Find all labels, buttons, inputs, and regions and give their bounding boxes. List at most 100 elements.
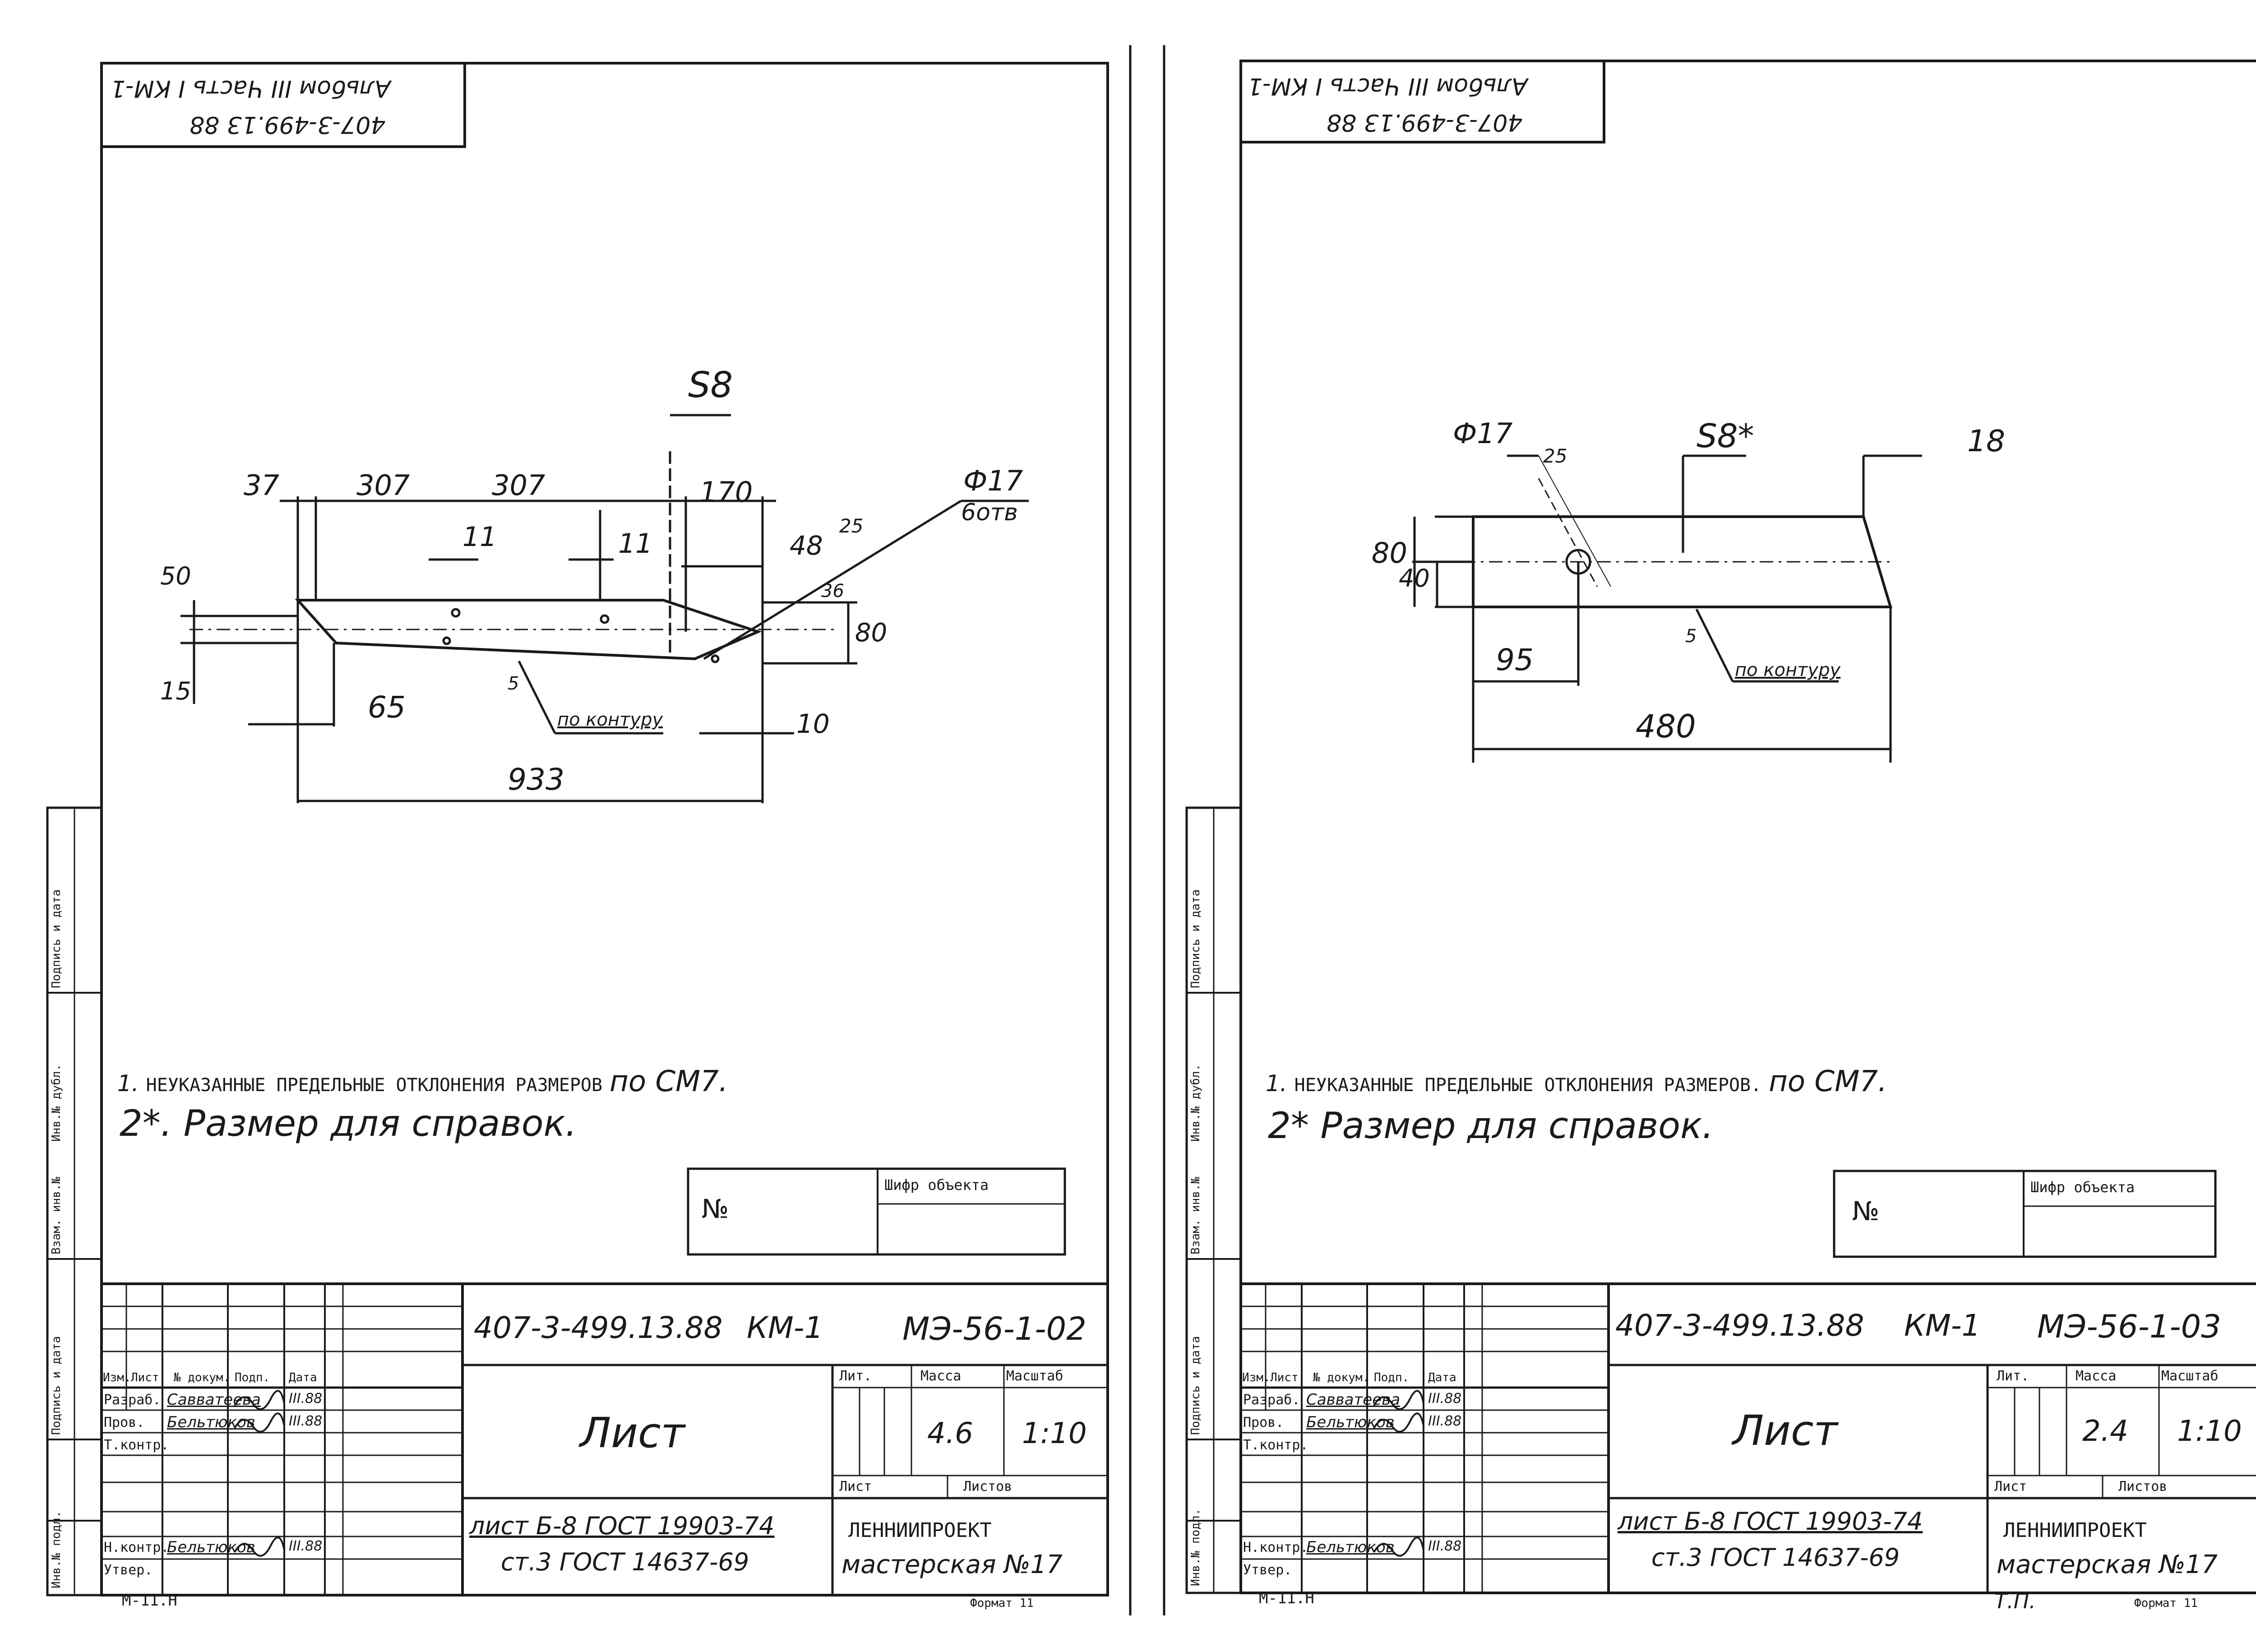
scale-label: Масштаб [1006, 1368, 1063, 1384]
org-line1: ЛЕННИИПРОЕКТ [848, 1519, 992, 1542]
lit-label: Лит. [839, 1368, 872, 1384]
dim-80: 80 [1372, 537, 1407, 569]
role-nkontr: Н.контр. [104, 1540, 169, 1555]
dim-11-a: 11 [462, 521, 497, 553]
gutter-label-2: Подпись и дата [1189, 1336, 1202, 1435]
dim-37: 37 [244, 469, 279, 502]
weld-note: по контуру [557, 709, 663, 730]
date-nkontr: III.88 [289, 1538, 323, 1554]
note-1-tail: по СМ7. [1769, 1065, 1887, 1098]
format-label: Формат 11 [2134, 1596, 2198, 1610]
lit-label: Лит. [1997, 1368, 2029, 1384]
role-tkontr: Т.контр. [104, 1437, 169, 1453]
doc-kind: КМ-1 [747, 1310, 823, 1345]
corner-code: М-11.Н [122, 1592, 177, 1610]
lists-label: Листов [2118, 1479, 2168, 1495]
hdr-sign: Подп. [1374, 1371, 1410, 1384]
org-line1: ЛЕННИИПРОЕКТ [2003, 1519, 2147, 1542]
dim-s8: S8* [1697, 417, 1754, 455]
dim-phi17: Ф17 [963, 464, 1023, 497]
corner-code: М-11.Н [1259, 1589, 1314, 1607]
sheet-word: Лист [1733, 1407, 1838, 1455]
material-line2: ст.3 ГОСТ 14637-69 [1651, 1543, 1900, 1572]
signatures-left [234, 1390, 285, 1557]
role-prov: Пров. [1243, 1415, 1284, 1430]
org-line2: мастерская №17 [1997, 1550, 2218, 1579]
doc-code: 407-3-499.13.88 [474, 1310, 723, 1345]
dim-480: 480 [1636, 708, 1696, 745]
hdr-doc: № докум. [174, 1371, 231, 1384]
dim-phi17: Ф17 [1453, 417, 1513, 450]
dim-36: 36 [821, 581, 844, 602]
hole-3 [442, 636, 451, 645]
role-razrab: Разраб. [104, 1392, 161, 1408]
material-line2: ст.3 ГОСТ 14637-69 [501, 1548, 749, 1576]
signature-razrab [1373, 1390, 1424, 1410]
sheet-frame-right [1185, 60, 2256, 1594]
dim-48: 48 [790, 530, 823, 561]
dim-18: 18 [1967, 424, 2005, 458]
mass-value: 2.4 [2082, 1415, 2128, 1448]
org-line2: мастерская №17 [841, 1550, 1063, 1579]
gutter-label-1: Инв.№ подл. [1189, 1508, 1202, 1586]
role-utver: Утвер. [1243, 1562, 1292, 1578]
dim-50: 50 [160, 562, 191, 590]
object-code-label: Шифр объекта [2030, 1179, 2135, 1196]
note-1-prefix: 1. [1266, 1070, 1287, 1097]
date-razrab: III.88 [289, 1391, 323, 1407]
hdr-doc: № докум. [1313, 1371, 1370, 1384]
part-drawing-right [1412, 454, 1922, 763]
sheet-frame-left [46, 62, 1109, 1596]
list-label: Лист [1994, 1479, 2027, 1495]
material-line1: лист Б-8 ГОСТ 19903-74 [1618, 1507, 1923, 1536]
mass-label: Масса [920, 1368, 962, 1384]
dim-307-b: 307 [492, 469, 546, 502]
dim-40: 40 [1399, 564, 1430, 592]
object-number-label: № [1852, 1196, 1880, 1226]
dim-15: 15 [160, 677, 191, 705]
note-1-caps: НЕУКАЗАННЫЕ ПРЕДЕЛЬНЫЕ ОТКЛОНЕНИЯ РАЗМЕР… [1294, 1075, 1762, 1096]
dim-65: 65 [368, 690, 406, 725]
role-razrab: Разраб. [1243, 1392, 1300, 1408]
note-1-tail: по СМ7. [609, 1065, 728, 1098]
doc-code: 407-3-499.13.88 [1615, 1308, 1864, 1343]
signature-razrab [234, 1390, 285, 1410]
note-1: 1. НЕУКАЗАННЫЕ ПРЕДЕЛЬНЫЕ ОТКЛОНЕНИЯ РАЗ… [1266, 1067, 1887, 1096]
material-line1: лист Б-8 ГОСТ 19903-74 [469, 1512, 775, 1540]
name-nkontr: Бельтюков [167, 1538, 255, 1556]
weld-size: 5 [1685, 626, 1697, 647]
format-label: Формат 11 [970, 1596, 1034, 1610]
scale-label: Масштаб [2161, 1368, 2219, 1384]
date-prov: III.88 [1428, 1413, 1462, 1429]
gutter-label-3: Взам. инв.№ [1189, 1176, 1202, 1254]
dim-25: 25 [1543, 445, 1567, 467]
date-razrab: III.88 [1428, 1391, 1462, 1407]
role-prov: Пров. [104, 1415, 145, 1430]
date-prov: III.88 [289, 1413, 323, 1429]
note-2: 2*. Размер для справок. [120, 1102, 577, 1144]
gutter-label-4: Инв.№ дубл. [1189, 1064, 1202, 1142]
hole-2 [600, 614, 610, 624]
object-code-label: Шифр объекта [884, 1176, 989, 1194]
doc-kind: КМ-1 [1904, 1308, 1981, 1343]
scale-value: 1:10 [1022, 1417, 1087, 1450]
weld-size: 5 [508, 673, 519, 694]
hole-1 [451, 608, 461, 618]
date-nkontr: III.88 [1428, 1538, 1462, 1554]
dim-holes: 6отв [961, 499, 1018, 526]
hdr-list: Лист [131, 1371, 159, 1384]
gutter-label-5: Подпись и дата [1189, 889, 1202, 988]
part-drawing-left [180, 414, 1029, 803]
drawing-sheet-left: Альбом III Часть I КМ-1 407-3-499.13 88 … [46, 62, 1109, 1610]
role-nkontr: Н.контр. [1243, 1540, 1308, 1555]
name-prov: Бельтюков [1306, 1413, 1395, 1431]
object-number-label: № [702, 1194, 729, 1224]
note-1-caps: НЕУКАЗАННЫЕ ПРЕДЕЛЬНЫЕ ОТКЛОНЕНИЯ РАЗМЕР… [146, 1075, 603, 1096]
note-2: 2* Размер для справок. [1268, 1105, 1714, 1147]
dim-10: 10 [796, 708, 830, 739]
hdr-sign: Подп. [235, 1371, 270, 1384]
name-prov: Бельтюков [167, 1413, 255, 1431]
role-utver: Утвер. [104, 1562, 153, 1578]
doc-mark: МЭ-56-1-03 [2037, 1308, 2221, 1345]
